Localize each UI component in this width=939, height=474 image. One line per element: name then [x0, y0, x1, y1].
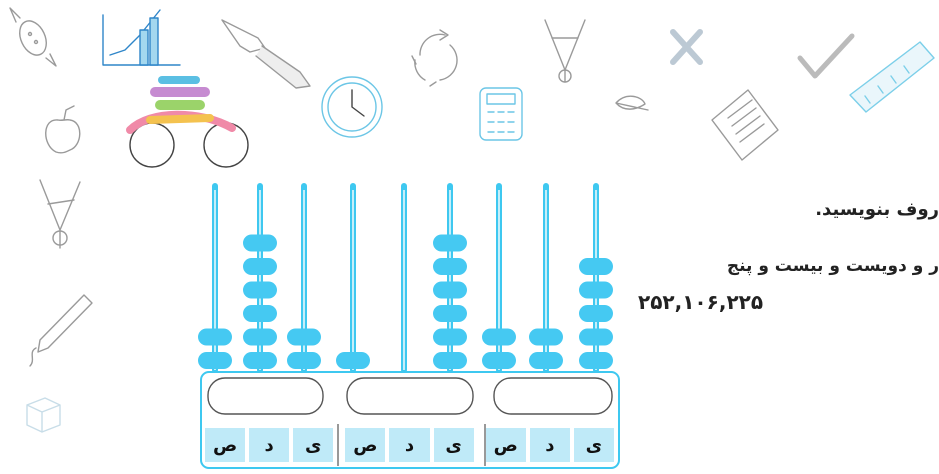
- place-label: ص: [486, 428, 526, 462]
- place-label: ی: [293, 428, 333, 462]
- abacus-bead: [579, 282, 613, 299]
- place-value-row: ص د ی ص د ی ص د ی: [205, 428, 618, 462]
- place-label: ی: [574, 428, 614, 462]
- abacus-bead: [287, 329, 321, 346]
- abacus-bead: [433, 282, 467, 299]
- abacus-bead: [287, 352, 321, 369]
- number-digits: ۲۵۲,۱۰۶,۲۲۵: [638, 290, 838, 314]
- abacus-bead: [433, 258, 467, 275]
- abacus-bead: [243, 329, 277, 346]
- abacus-bead: [529, 329, 563, 346]
- place-label: د: [530, 428, 570, 462]
- abacus-bead: [579, 258, 613, 275]
- group-box: [494, 378, 612, 414]
- abacus-bead: [433, 329, 467, 346]
- place-label: د: [389, 428, 429, 462]
- abacus-bead: [579, 305, 613, 322]
- place-label: ص: [205, 428, 245, 462]
- abacus-bead: [433, 235, 467, 252]
- place-label: ی: [434, 428, 474, 462]
- abacus-bead: [243, 258, 277, 275]
- abacus-bead: [243, 352, 277, 369]
- abacus-bead: [433, 352, 467, 369]
- abacus-bead: [482, 329, 516, 346]
- abacus-bead: [529, 352, 563, 369]
- abacus-bead: [336, 352, 370, 369]
- place-label: د: [249, 428, 289, 462]
- place-label: ص: [345, 428, 385, 462]
- abacus-bead: [243, 305, 277, 322]
- abacus-bead: [433, 305, 467, 322]
- abacus-bead: [579, 329, 613, 346]
- abacus-bead: [198, 329, 232, 346]
- abacus-bead: [482, 352, 516, 369]
- instruction-line-2: ر و دویست و بیست و پنج: [639, 256, 939, 276]
- abacus-bead: [198, 352, 232, 369]
- abacus-bead: [243, 282, 277, 299]
- abacus-bead: [243, 235, 277, 252]
- abacus-bead: [579, 352, 613, 369]
- group-box: [347, 378, 473, 414]
- group-box: [208, 378, 323, 414]
- instruction-line-1: روف بنویسید.: [779, 199, 939, 220]
